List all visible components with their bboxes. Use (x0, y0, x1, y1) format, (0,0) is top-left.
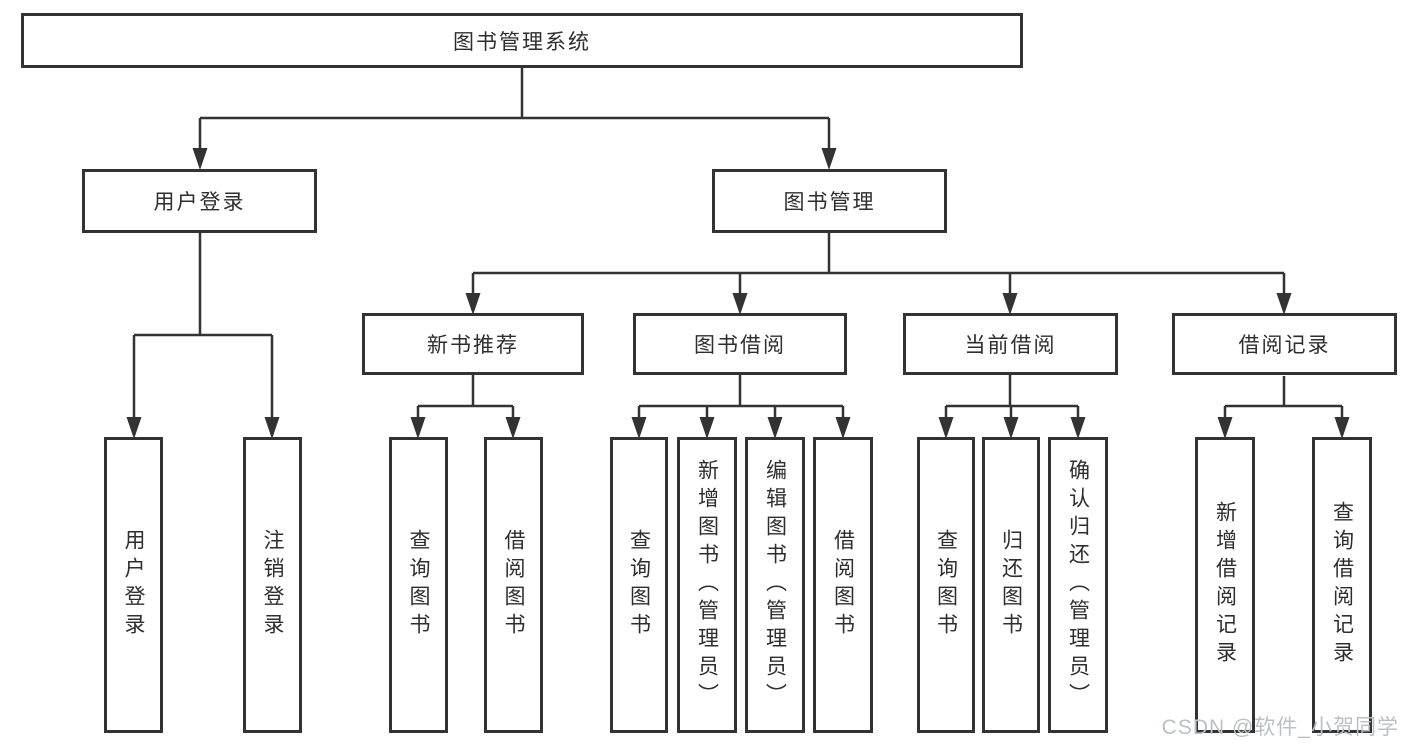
leaf-borrow-book-1: 借阅图书 (484, 437, 543, 733)
leaf-borrow-book-2: 借阅图书 (813, 437, 873, 733)
node-borrow-records: 借阅记录 (1172, 313, 1397, 375)
csdn-watermark: CSDN @软件_小贺同学 (1161, 716, 1399, 739)
leaf-confirm-return-admin: 确认归还（管理员） (1048, 437, 1108, 733)
node-user-login: 用户登录 (82, 169, 317, 233)
node-root: 图书管理系统 (21, 13, 1023, 68)
node-current-borrow: 当前借阅 (903, 313, 1118, 375)
leaf-query-book-3: 查询图书 (917, 437, 975, 733)
leaf-logout: 注销登录 (243, 437, 302, 733)
leaf-query-book-1: 查询图书 (389, 437, 448, 733)
node-book-borrow: 图书借阅 (633, 313, 847, 375)
leaf-add-book-admin: 新增图书（管理员） (677, 437, 737, 733)
leaf-query-book-2: 查询图书 (610, 437, 668, 733)
node-new-book-recommend: 新书推荐 (362, 313, 584, 375)
node-book-management: 图书管理 (712, 169, 947, 233)
leaf-query-borrow-record: 查询借阅记录 (1312, 437, 1372, 733)
leaf-user-login: 用户登录 (104, 437, 163, 733)
leaf-return-book: 归还图书 (982, 437, 1040, 733)
leaf-edit-book-admin: 编辑图书（管理员） (745, 437, 805, 733)
leaf-add-borrow-record: 新增借阅记录 (1195, 437, 1255, 733)
